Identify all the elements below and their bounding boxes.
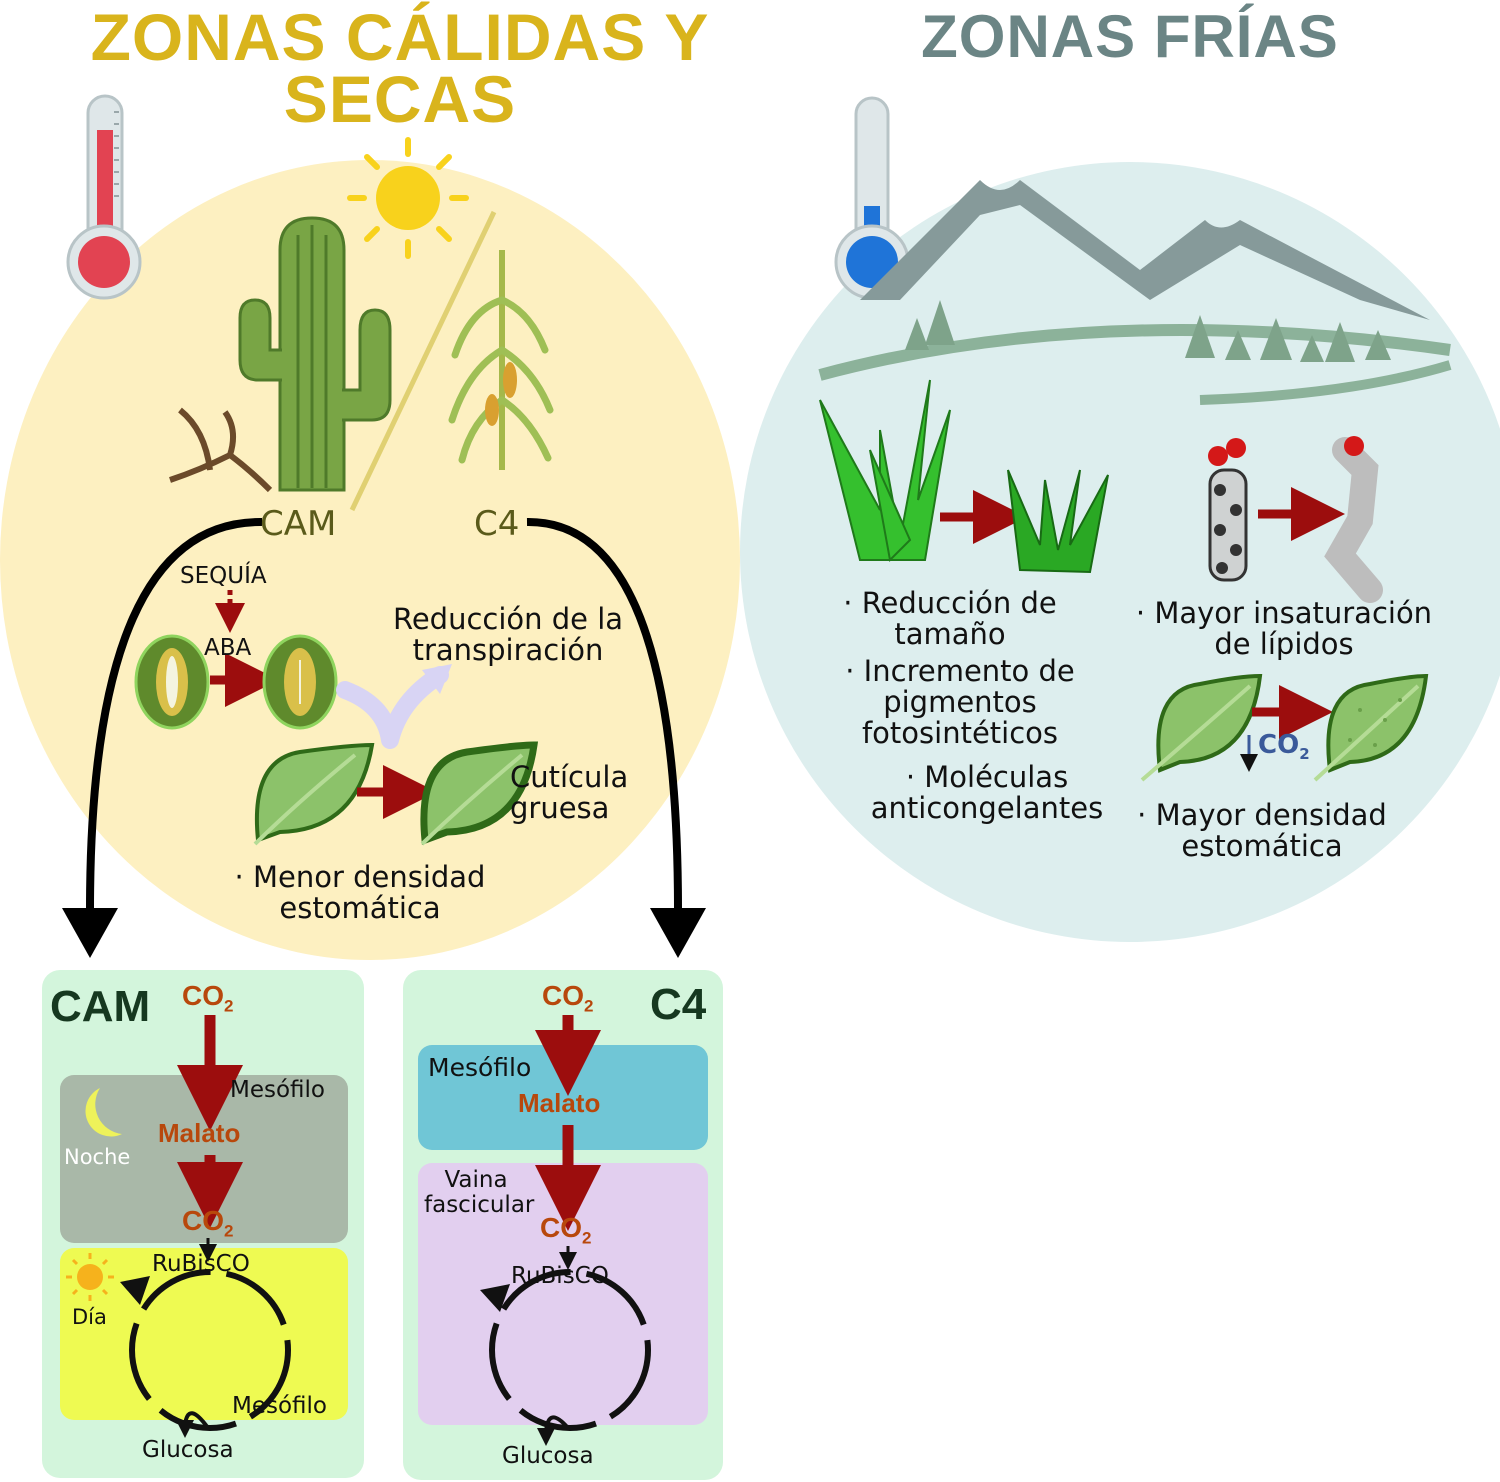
warm-zone-title-line2: SECAS [283, 62, 517, 136]
cam-glucose-arrowhead [176, 1420, 194, 1438]
lower-stomatal-density-line2: estomática [279, 891, 441, 925]
leaf-low-density-icon [1140, 673, 1263, 782]
lower-stomatal-density-label: · Menor densidad estomática [210, 862, 510, 924]
grass-small-icon [1007, 469, 1109, 574]
c4-co2-mid-sub: 2 [582, 1228, 592, 1248]
size-reduction-line2: tamaño [894, 617, 1006, 651]
pigment-increase-line2: pigmentos [883, 685, 1037, 719]
pigment-increase-line3: fotosintéticos [861, 716, 1059, 750]
cam-day-label: Día [72, 1305, 107, 1329]
c4-pathway-label: C4 [474, 504, 520, 544]
cam-c4-divider [349, 210, 497, 512]
cam-co2-mid-text: CO [182, 1205, 224, 1236]
cam-glucose-label: Glucosa [142, 1437, 234, 1463]
higher-stomatal-density-label: · Mayor densidad estomática [1122, 800, 1402, 862]
cactus-icon [238, 216, 392, 492]
warm-zone-background [0, 160, 740, 960]
cam-box-title: CAM [50, 982, 151, 1031]
cam-arrowhead [62, 908, 118, 958]
cold-zone-title: ZONAS FRÍAS [921, 3, 1339, 70]
stoma-closed-icon [262, 634, 338, 730]
antifreeze-line1: · Moléculas [905, 760, 1069, 794]
leaf-thin-cuticle-icon [253, 742, 375, 846]
warm-zone-title-line1: ZONAS CÁLIDAS Y [90, 0, 710, 74]
co2-decrease-label: CO2 [1258, 730, 1310, 763]
thermometer-hot-icon [66, 94, 142, 300]
c4-malate-label: Malato [518, 1088, 601, 1118]
cam-co2-mid-sub: 2 [224, 1221, 234, 1241]
co2-decrease-text: CO [1258, 730, 1300, 760]
co2-decrease-sub: 2 [1299, 745, 1310, 764]
c4-sheath-line1: Vaina [444, 1167, 508, 1193]
c4-co2-top-sub: 2 [584, 996, 594, 1016]
c4-co2-top-text: CO [542, 980, 584, 1011]
c4-box-title: C4 [650, 980, 707, 1029]
c4-arrow [526, 517, 682, 911]
saturated-lipid-icon [1208, 438, 1248, 582]
leaf-high-density-icon [1313, 673, 1429, 782]
aba-label: ABA [204, 635, 252, 661]
cam-night-panel [60, 1075, 348, 1243]
cam-co2-mid: CO2 [182, 1205, 233, 1242]
size-reduction-line1: · Reducción de [843, 586, 1057, 620]
c4-co2-top: CO2 [542, 980, 593, 1017]
c4-co2-mid: CO2 [540, 1212, 591, 1249]
small-sun-icon [66, 1253, 114, 1301]
antifreeze-label: · Moléculas anticongelantes [862, 762, 1112, 824]
corn-plant-icon [448, 250, 554, 470]
c4-glucose-label: Glucosa [502, 1443, 594, 1469]
cam-arrow [86, 517, 263, 911]
c4-arrowhead [650, 908, 706, 958]
cam-co2-top: CO2 [182, 980, 233, 1017]
cam-malate-label: Malato [158, 1118, 241, 1148]
cam-mesophyll-bottom-label: Mesófilo [232, 1393, 327, 1419]
pigment-increase-label: · Incremento de pigmentos fotosintéticos [830, 656, 1090, 749]
stoma-open-icon [134, 634, 210, 730]
higher-stomatal-density-line1: · Mayor densidad [1137, 798, 1387, 832]
cam-co2-top-sub: 2 [224, 996, 234, 1016]
size-reduction-label: · Reducción de tamaño [830, 588, 1070, 650]
c4-glucose-arrowhead [537, 1428, 555, 1446]
cam-mesophyll-top-label: Mesófilo [230, 1077, 325, 1103]
transpiration-label: Reducción de la transpiración [378, 604, 638, 666]
cam-pathway-label: CAM [260, 504, 337, 544]
sun-icon [347, 137, 469, 259]
cam-co2-top-text: CO [182, 980, 224, 1011]
pigment-increase-line1: · Incremento de [845, 654, 1075, 688]
unsaturated-lipid-icon [1324, 436, 1383, 603]
c4-calvin-cycle [480, 1269, 651, 1431]
lipid-unsaturation-line1: · Mayor insaturación [1135, 596, 1433, 630]
higher-stomatal-density-line2: estomática [1181, 829, 1343, 863]
lower-stomatal-density-line1: · Menor densidad [234, 860, 486, 894]
c4-co2-mid-text: CO [540, 1212, 582, 1243]
thick-cuticle-label-line1: Cutícula [510, 760, 629, 794]
cam-night-label: Noche [64, 1145, 131, 1169]
transpiration-label-line2: transpiración [412, 633, 604, 667]
thick-cuticle-label: Cutícula gruesa [510, 762, 628, 824]
c4-rubisco-label: RuBisCO [511, 1263, 609, 1289]
dry-plant-icon [169, 407, 273, 493]
cam-rubisco-label: RuBisCO [152, 1251, 250, 1277]
thick-cuticle-label-line2: gruesa [510, 791, 610, 825]
c4-sheath-line2: fascicular [424, 1192, 535, 1218]
antifreeze-line2: anticongelantes [870, 791, 1104, 825]
lipid-unsaturation-line2: de lípidos [1214, 627, 1354, 661]
transpiration-label-line1: Reducción de la [392, 602, 624, 636]
warm-zone-title: ZONAS CÁLIDAS Y SECAS [80, 0, 720, 136]
cam-calvin-cycle [120, 1269, 291, 1431]
lipid-unsaturation-label: · Mayor insaturación de lípidos [1124, 598, 1444, 660]
transpiration-arrowhead [422, 664, 452, 694]
drought-label: SEQUÍA [180, 563, 267, 589]
c4-sheath-label: Vaina fascicular [424, 1167, 535, 1218]
leaf-thick-cuticle-icon [420, 741, 539, 846]
c4-mesophyll-panel [418, 1045, 708, 1150]
thermometer-cold-icon [834, 96, 910, 300]
moon-icon [85, 1088, 122, 1137]
c4-mesophyll-label: Mesófilo [428, 1053, 532, 1082]
grass-large-icon [819, 379, 951, 563]
mountains-icon [818, 180, 1452, 405]
